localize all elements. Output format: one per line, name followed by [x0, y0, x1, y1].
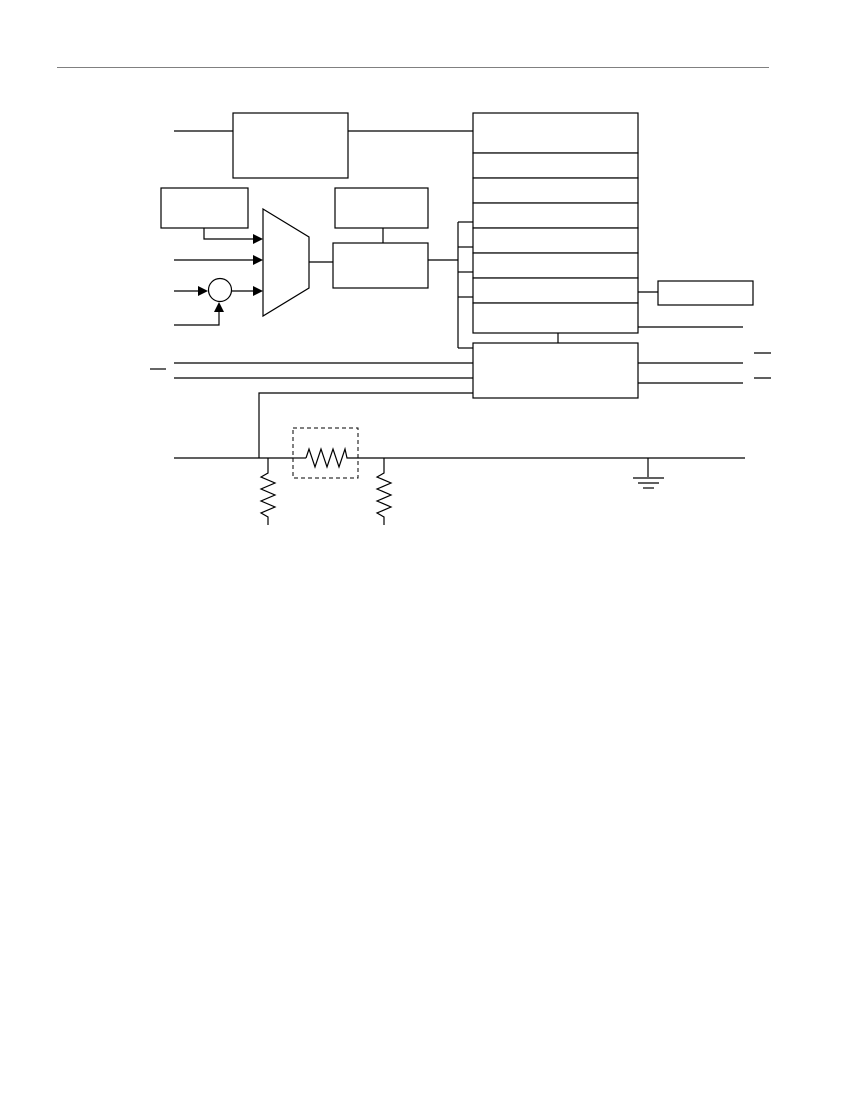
register-4	[472, 227, 639, 254]
register-stack	[472, 112, 639, 334]
feedback-line	[258, 392, 473, 458]
resistor-icon	[305, 446, 358, 469]
optional-resistor-box	[292, 427, 359, 479]
header-rule	[57, 67, 769, 68]
resistor-icon	[375, 458, 393, 525]
register-2	[472, 177, 639, 204]
summing-input-bottom	[174, 310, 220, 326]
arrow-icon	[253, 255, 263, 265]
arrow-icon	[198, 286, 208, 296]
block-right-side	[657, 280, 754, 306]
block-small-left	[160, 187, 249, 229]
block-top-left	[232, 112, 349, 179]
arrow-icon	[253, 286, 263, 296]
resistor-icon	[259, 458, 277, 525]
register-7	[472, 302, 639, 334]
ground-icon	[633, 477, 664, 489]
arrow-icon	[214, 302, 224, 312]
summing-junction-icon	[207, 277, 233, 303]
register-0	[472, 112, 639, 154]
block-converter	[332, 242, 429, 289]
register-3	[472, 202, 639, 229]
register-5	[472, 252, 639, 279]
block-control-interface	[472, 342, 639, 399]
multiplexer	[262, 207, 310, 318]
register-6	[472, 277, 639, 304]
register-1	[472, 152, 639, 179]
block-small-left-output	[203, 228, 255, 240]
arrow-icon	[253, 234, 263, 244]
block-reference	[334, 187, 429, 229]
